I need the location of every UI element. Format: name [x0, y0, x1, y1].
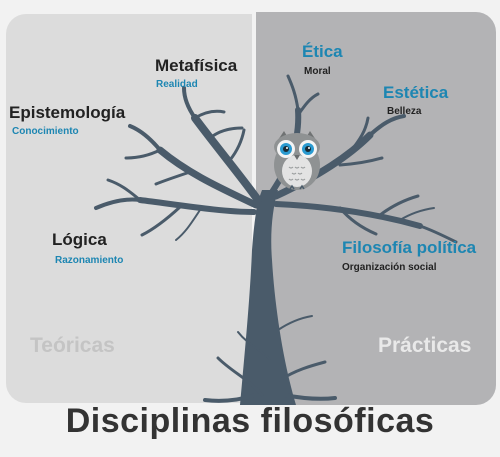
branch-metafisica-label: Metafísica [155, 56, 238, 75]
branch-epistemologia-label: Epistemología [9, 103, 126, 122]
branch-etica-label: Ética [302, 42, 343, 61]
branch-metafisica-sub: Realidad [156, 79, 198, 90]
branch-etica-sub: Moral [304, 66, 331, 77]
branch-estetica-sub: Belleza [387, 106, 422, 117]
practical-panel [256, 12, 496, 405]
branch-politica-label: Filosofía política [342, 238, 477, 257]
category-theoretical: Teóricas [30, 334, 115, 357]
branch-estetica-label: Estética [383, 83, 449, 102]
branch-logica-label: Lógica [52, 230, 107, 249]
branch-politica-sub: Organización social [342, 262, 437, 273]
branch-logica-sub: Razonamiento [55, 255, 124, 266]
category-practical: Prácticas [378, 334, 472, 357]
owl-icon [274, 131, 320, 190]
page-title: Disciplinas filosóficas [65, 402, 435, 440]
branch-epistemologia-sub: Conocimiento [12, 126, 79, 137]
